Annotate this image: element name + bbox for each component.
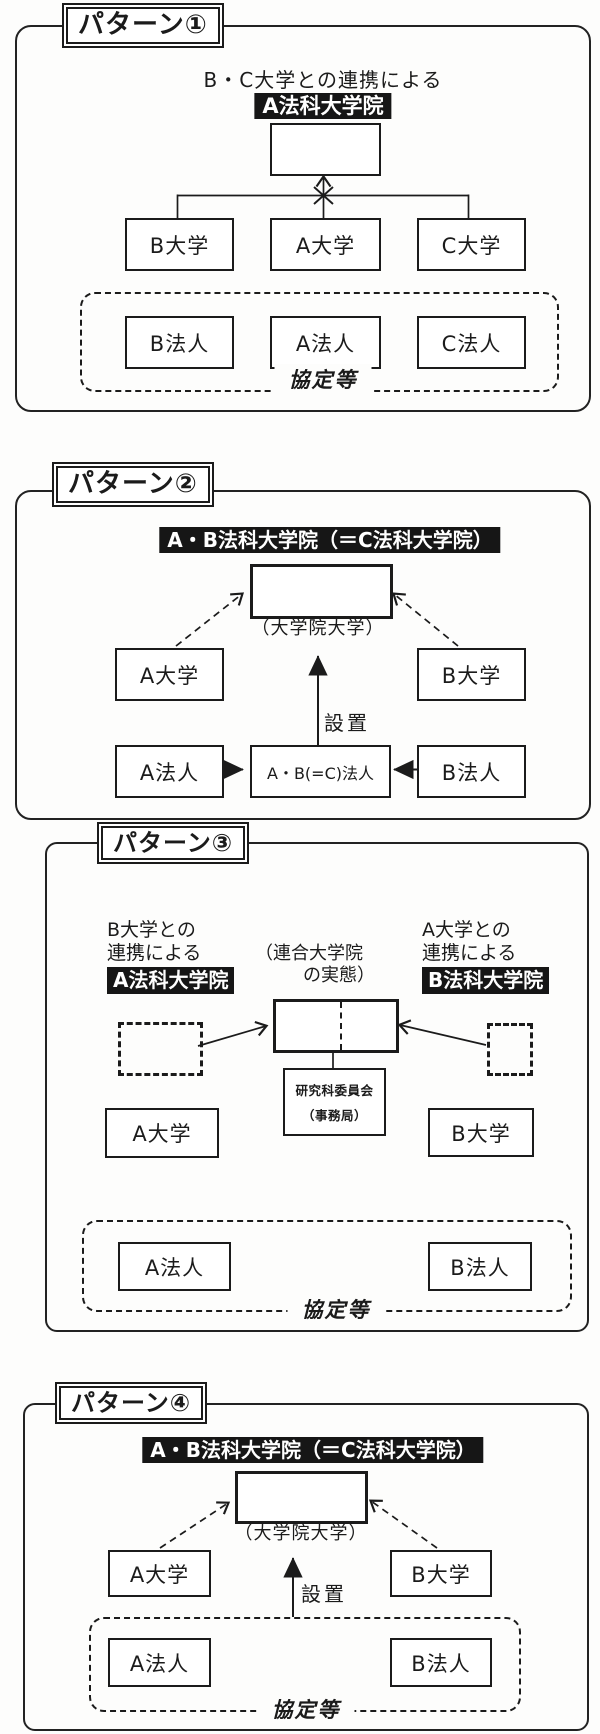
p2-corporation-box-ab: A・B(=C)法人	[250, 745, 391, 798]
p1-university-box-c: C大学	[417, 218, 526, 271]
p3-university-box-b: B大学	[428, 1108, 534, 1157]
pattern-1-label-text: パターン①	[66, 7, 220, 44]
p4-agreement-label: 協定等	[257, 1694, 355, 1724]
p1-university-box-a: A大学	[270, 218, 381, 271]
p2-gradschool-caption: （大学院大学）	[251, 618, 385, 639]
p3-left-note: B大学との 連携による A法科大学院	[107, 919, 235, 994]
p2-gradschool-box	[250, 564, 393, 619]
p4-gradschool-box	[235, 1471, 368, 1524]
p4-setup-label: 設置	[301, 1582, 347, 1606]
p2-university-box-a: A大学	[115, 648, 224, 701]
p1-cross-mark	[313, 186, 334, 205]
p2-lawschool-highlight: A・B法科大学院（＝C法科大学院）	[159, 527, 501, 553]
p3-committee-box: 研究科委員会 （事務局）	[283, 1068, 386, 1136]
p3-right-note-line1: A大学との	[422, 919, 511, 941]
p2-corporation-box-a: A法人	[115, 745, 224, 798]
p2-setup-label: 設置	[324, 711, 370, 735]
p3-committee-line2: （事務局）	[301, 1108, 367, 1123]
p2-university-box-b: B大学	[417, 648, 526, 701]
p3-left-dashed-box	[118, 1022, 203, 1076]
p4-dashed-arrow-a-univ	[159, 1501, 231, 1549]
p4-corporation-box-b: B法人	[390, 1638, 492, 1687]
pattern-4-label-text: パターン④	[59, 1386, 204, 1420]
p3-center-note: （連合大学院 の実態）	[255, 943, 375, 987]
p4-title-highlight: A・B法科大学院（＝C法科大学院）	[142, 1434, 484, 1463]
p1-title-line: B・C大学との連携による	[203, 68, 443, 92]
pattern-2-label: パターン②	[52, 462, 214, 507]
p4-corporation-box-a: A法人	[108, 1638, 211, 1687]
pattern-3-label: パターン③	[97, 822, 250, 864]
p3-center-note-line1: （連合大学院	[255, 943, 363, 964]
pattern-2-panel	[15, 490, 591, 820]
p3-right-note: A大学との 連携による B法科大学院	[422, 919, 550, 994]
p1-lawschool-box	[270, 123, 381, 176]
p4-university-box-b: B大学	[390, 1550, 492, 1597]
p3-box-dashed-divider	[340, 1002, 342, 1050]
p1-corporation-box-a: A法人	[270, 316, 381, 369]
p1-lawschool-highlight: A法科大学院	[254, 93, 392, 119]
p3-right-note-line2: 連携による	[422, 942, 517, 965]
p3-left-note-line1: B大学との	[107, 919, 196, 941]
p2-title-highlight: A・B法科大学院（＝C法科大学院）	[159, 524, 501, 553]
p3-center-note-line2: の実態）	[303, 964, 375, 986]
p3-corporation-box-a: A法人	[118, 1242, 231, 1291]
p3-corporation-box-b: B法人	[428, 1242, 532, 1291]
p3-left-note-line2: 連携による	[107, 942, 202, 965]
p4-gradschool-caption: （大学院大学）	[234, 1523, 368, 1544]
pattern-1-panel	[15, 25, 591, 412]
p3-committee-line1: 研究科委員会	[295, 1083, 374, 1098]
p1-corporation-box-b: B法人	[125, 316, 234, 369]
p3-agreement-label: 協定等	[287, 1294, 385, 1324]
pattern-3-panel	[45, 842, 589, 1332]
p3-joint-gradschool-box	[273, 999, 399, 1053]
p3-arrow-left	[197, 1020, 269, 1047]
p1-university-box-b: B大学	[125, 218, 234, 271]
pattern-1-label: パターン①	[62, 3, 224, 48]
pattern-4-label: パターン④	[55, 1382, 208, 1424]
pattern-3-label-text: パターン③	[101, 826, 246, 860]
pattern-2-label-text: パターン②	[56, 466, 210, 503]
p3-right-dashed-box	[487, 1023, 533, 1076]
p3-right-lawschool-highlight: B法科大学院	[422, 967, 550, 994]
p1-agreement-label: 協定等	[274, 364, 372, 394]
p3-university-box-a: A大学	[105, 1108, 219, 1158]
p2-dashed-arrow-a-univ	[175, 592, 245, 647]
p3-arrow-right	[397, 1019, 487, 1046]
p3-left-lawschool-highlight: A法科大学院	[107, 967, 235, 994]
p4-lawschool-highlight: A・B法科大学院（＝C法科大学院）	[142, 1437, 484, 1463]
p4-dashed-arrow-b-univ	[368, 1499, 438, 1549]
p1-title-highlight: A法科大学院	[254, 90, 392, 120]
p4-university-box-a: A大学	[108, 1550, 211, 1597]
p2-corporation-box-b: B法人	[417, 745, 526, 798]
p2-dashed-arrow-b-univ	[392, 592, 459, 647]
pattern-4-panel	[23, 1403, 589, 1731]
p1-corporation-box-c: C法人	[417, 316, 526, 369]
